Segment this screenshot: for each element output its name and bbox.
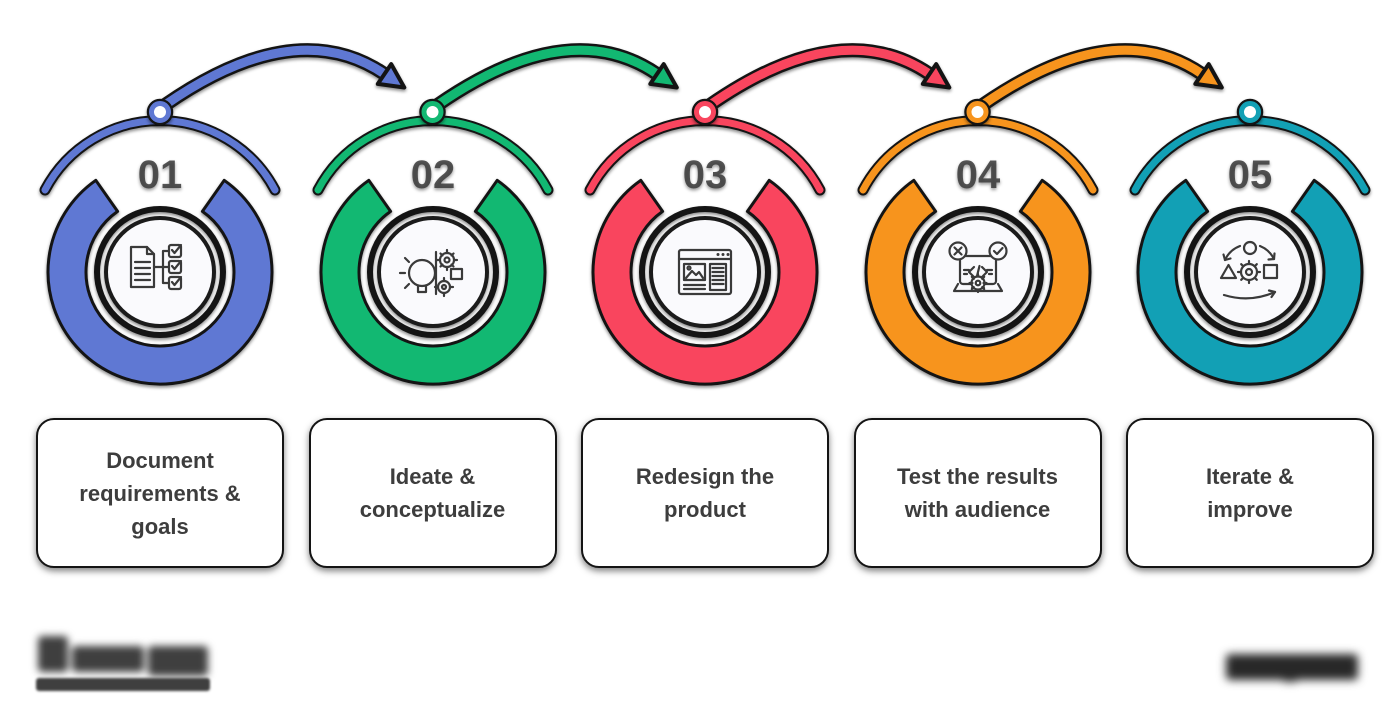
step-2-label: Ideate & conceptualize bbox=[359, 464, 506, 522]
step-1-card: Document requirements & goals bbox=[36, 418, 284, 568]
bottom-left-logo-blurred bbox=[36, 634, 212, 694]
laptop-testing-icon bbox=[947, 241, 1008, 294]
step-1-number: 01 bbox=[138, 153, 183, 197]
step-3-card: Redesign the product bbox=[581, 418, 829, 568]
step-2-graphic: 02 bbox=[312, 115, 553, 386]
step-4-label: Test the results with audience bbox=[897, 464, 1058, 522]
step-4-card: Test the results with audience bbox=[853, 418, 1102, 568]
step-4-donut-ring bbox=[864, 178, 1091, 386]
step-2-number: 02 bbox=[410, 153, 455, 197]
step-3-number: 03 bbox=[683, 153, 728, 197]
step-1-inner-disc bbox=[104, 216, 216, 328]
browser-design-icon bbox=[677, 248, 733, 296]
agile-iteration-icon bbox=[1219, 240, 1279, 300]
step-2-card: Ideate & conceptualize bbox=[308, 418, 557, 568]
step-1-inner-ring bbox=[94, 206, 226, 338]
step-2-inner-ring bbox=[366, 206, 499, 338]
step-4-graphic: 04 bbox=[857, 115, 1098, 386]
step-5-inner-ring bbox=[1184, 206, 1316, 338]
step-2-inner-disc bbox=[376, 216, 489, 328]
step-3-label: Redesign the product bbox=[635, 464, 775, 522]
step-3-inner-ring bbox=[639, 206, 771, 338]
idea-bulb-gears-icon bbox=[398, 248, 463, 298]
step-4-inner-ring bbox=[911, 206, 1044, 338]
step-1-label: Document requirements & goals bbox=[79, 447, 241, 539]
logo-underline-bar bbox=[36, 678, 210, 691]
step-5-card: Iterate & improve bbox=[1126, 418, 1374, 568]
step-1-donut-ring bbox=[46, 178, 274, 386]
logo-wordmark-blur bbox=[36, 634, 212, 676]
step-2-donut-ring bbox=[319, 178, 546, 386]
checklist-document-icon bbox=[129, 243, 183, 291]
step-3-graphic: 03 bbox=[584, 115, 826, 386]
step-3-donut-ring bbox=[591, 178, 819, 386]
step-5-number: 05 bbox=[1228, 153, 1273, 197]
bottom-right-watermark-blurred bbox=[1226, 650, 1362, 684]
step-5-label: Iterate & improve bbox=[1205, 464, 1295, 522]
step-1-graphic: 01 bbox=[39, 115, 281, 386]
step-5-graphic: 05 bbox=[1129, 115, 1371, 386]
step-5-inner-disc bbox=[1194, 216, 1306, 328]
step-5-donut-ring bbox=[1136, 178, 1364, 386]
step-4-number: 04 bbox=[955, 153, 1000, 197]
